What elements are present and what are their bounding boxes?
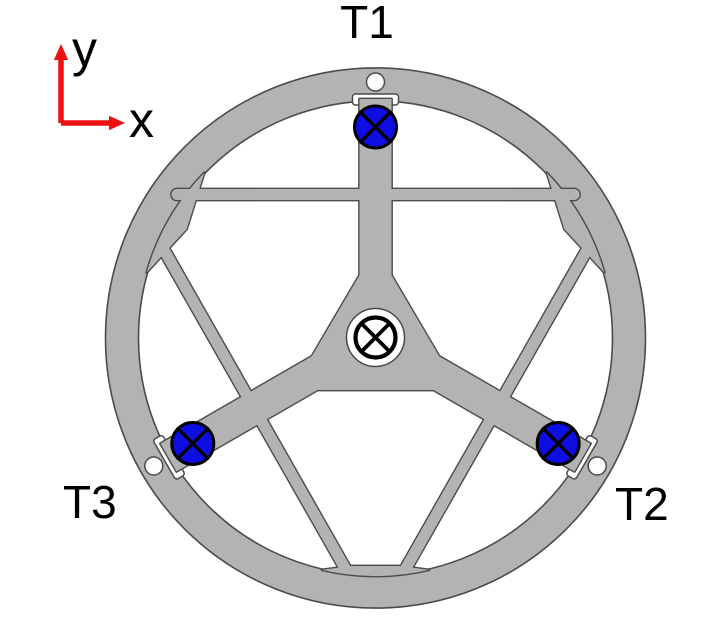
ring-holes: [144, 72, 607, 476]
label-t1: T1: [340, 0, 394, 48]
actuator-cross-t2-icon: [541, 427, 575, 460]
label-t3: T3: [63, 476, 117, 528]
actuator-cross-t3-icon: [176, 427, 210, 460]
y-axis-label: y: [72, 21, 97, 77]
label-t2: T2: [615, 478, 669, 530]
y-axis-arrowhead-icon: [53, 44, 69, 60]
ring-hole-t3: [144, 456, 164, 476]
ring-hole-t1: [365, 72, 386, 92]
x-axis-label: x: [129, 92, 154, 148]
actuator-labels: T1 T2 T3: [63, 0, 669, 530]
actuator-marker-t2: [535, 421, 581, 466]
actuator-cross-t1-icon: [359, 110, 392, 144]
center-pivot: [345, 307, 406, 368]
junction-fillet-upper-left: [146, 172, 205, 273]
junction-fillet-bottom: [322, 566, 429, 576]
junction-fillet-upper-right: [546, 172, 605, 273]
pivot-cross-lines: [359, 321, 392, 354]
actuator-marker-t3: [170, 421, 216, 466]
x-axis-arrowhead-icon: [109, 115, 125, 131]
ring-hole-t2: [587, 456, 607, 476]
actuator-markers: [170, 104, 581, 466]
actuator-marker-t1: [353, 104, 398, 150]
outer-ring: [104, 67, 647, 609]
pivot-circle-cross-icon: [353, 315, 398, 360]
coordinate-axes: y x: [53, 21, 154, 148]
